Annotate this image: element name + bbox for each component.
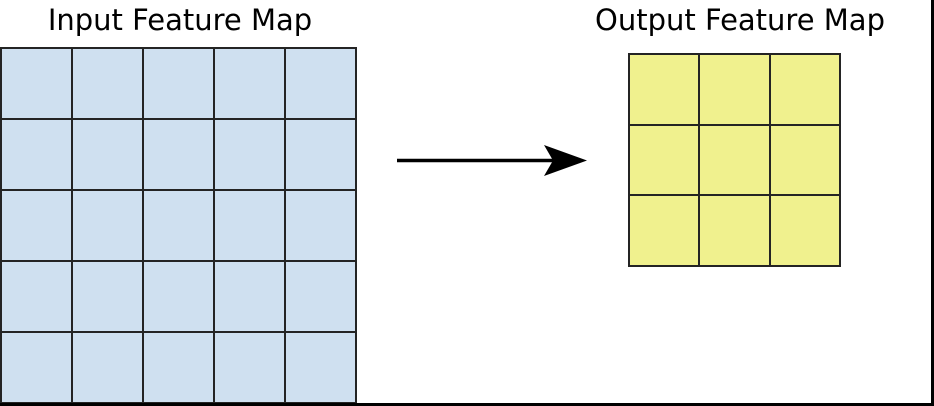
output-feature-map-title: Output Feature Map [595,3,885,37]
grid-cell [215,333,284,402]
grid-cell [73,49,142,118]
grid-cell [700,55,769,124]
grid-cell [286,333,355,402]
grid-cell [700,125,769,195]
grid-cell [2,262,71,331]
grid-cell [770,196,839,265]
frame-right-border [931,0,934,406]
grid-cell [144,191,213,260]
grid-cell [144,262,213,331]
grid-cell [73,333,142,402]
grid-cell [286,49,355,118]
grid-cell [215,191,284,260]
grid-cell [286,191,355,260]
input-feature-map-title: Input Feature Map [47,3,313,37]
grid-cell [286,120,355,189]
grid-cell [770,55,839,124]
grid-cell [73,120,142,189]
grid-cell [215,262,284,331]
output-feature-map-grid [628,53,841,267]
grid-cell [144,49,213,118]
grid-cell [215,49,284,118]
grid-cell [630,55,699,124]
grid-cell [700,196,769,265]
grid-cell [2,191,71,260]
grid-cell [144,333,213,402]
grid-cell [770,125,839,195]
grid-cell [144,120,213,189]
grid-cell [2,333,71,402]
grid-cell [2,49,71,118]
grid-cell [630,125,699,195]
grid-cell [73,191,142,260]
input-feature-map-grid [0,47,357,404]
grid-cell [73,262,142,331]
grid-cell [215,120,284,189]
arrow-right-icon [397,145,587,176]
grid-cell [630,196,699,265]
grid-cell [286,262,355,331]
frame-bottom-border [0,403,934,406]
grid-cell [2,120,71,189]
